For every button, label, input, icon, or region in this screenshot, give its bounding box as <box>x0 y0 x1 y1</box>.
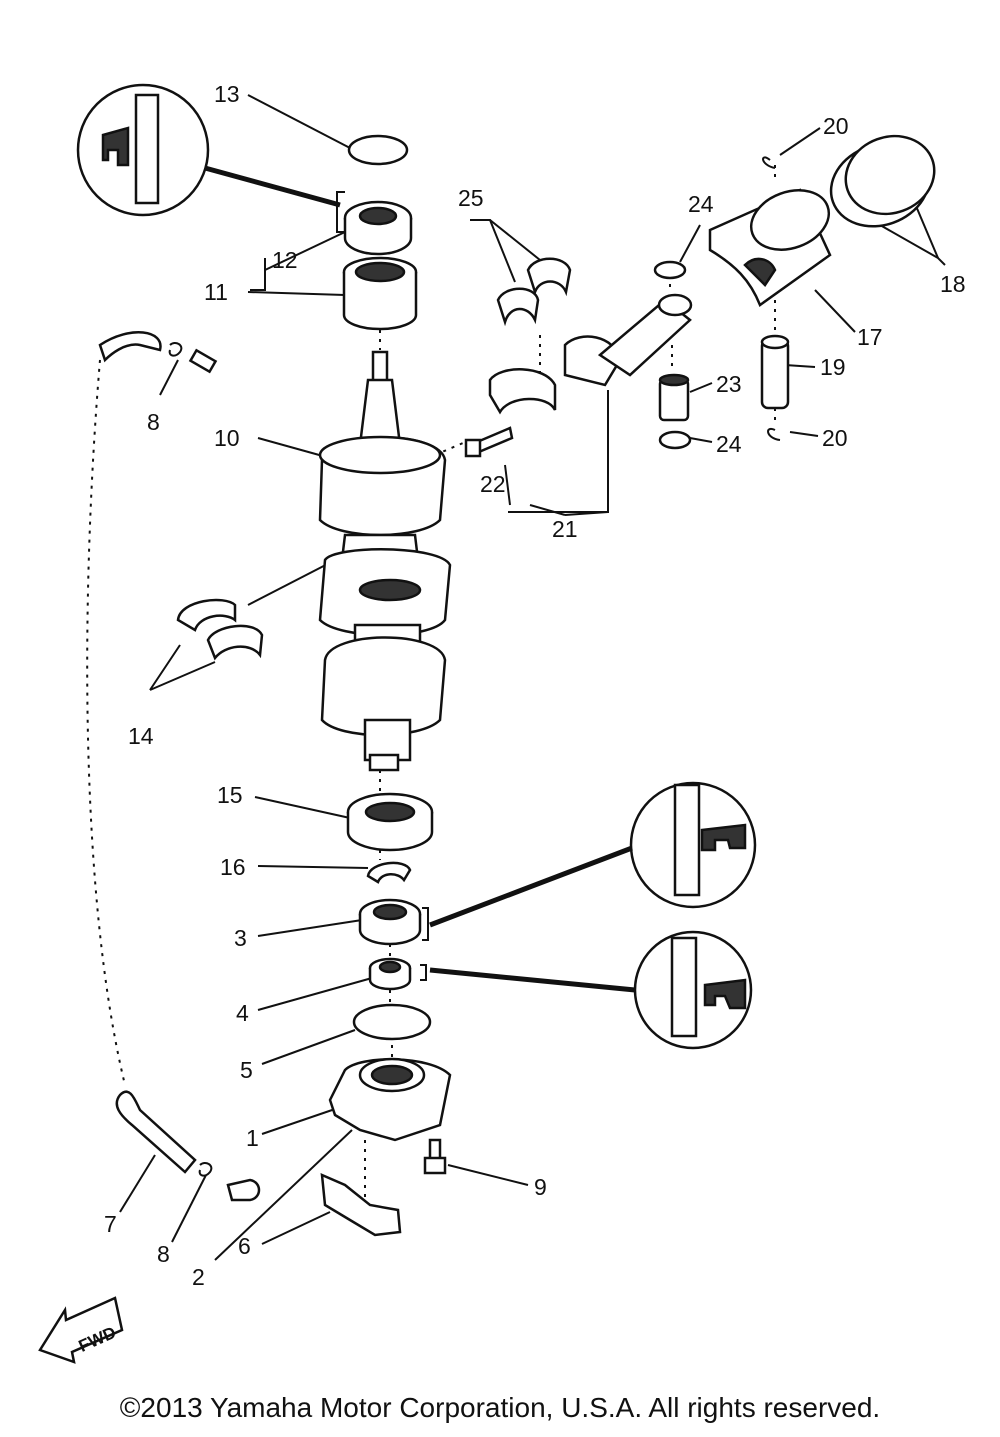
fwd-arrow: FWD <box>38 1296 124 1364</box>
seal-detail-top <box>76 83 341 217</box>
part-9-bolt <box>423 1138 447 1175</box>
part-20-clips <box>762 156 781 441</box>
label-24-bottom: 24 <box>716 431 742 457</box>
seal-detail-middle <box>429 781 757 928</box>
part-24-washers <box>653 260 692 450</box>
part-19-piston-pin <box>760 334 790 410</box>
part-23-needle-bearing <box>658 373 690 422</box>
part-1-housing <box>328 1057 452 1142</box>
part-4-oil-seal <box>368 957 427 991</box>
part-15-ball-bearing <box>346 792 434 852</box>
part-17-piston <box>708 188 832 307</box>
part-number-labels: 13 12 11 8 10 14 15 16 3 4 5 1 9 7 6 8 2… <box>104 81 966 1290</box>
part-10-crankshaft <box>318 350 452 772</box>
seal-detail-bottom <box>429 930 753 1050</box>
label-5: 5 <box>240 1057 253 1083</box>
label-15: 15 <box>217 782 243 808</box>
part-7-hose <box>98 331 197 1174</box>
label-4: 4 <box>236 1000 249 1026</box>
label-1: 1 <box>246 1125 259 1151</box>
label-22: 22 <box>480 471 506 497</box>
label-13: 13 <box>214 81 240 107</box>
part-2-fitting <box>226 1178 261 1202</box>
label-3: 3 <box>234 925 247 951</box>
copyright-notice: ©2013 Yamaha Motor Corporation, U.S.A. A… <box>119 1392 881 1423</box>
label-19: 19 <box>820 354 846 380</box>
label-16: 16 <box>220 854 246 880</box>
label-2: 2 <box>192 1264 205 1290</box>
label-20-top: 20 <box>823 113 849 139</box>
part-5-o-ring <box>352 1003 432 1041</box>
label-20-bottom: 20 <box>822 425 848 451</box>
part-3-oil-seal <box>358 898 429 946</box>
part-22-bolt <box>464 426 514 458</box>
label-25: 25 <box>458 185 484 211</box>
part-6-plate <box>320 1173 402 1237</box>
label-11: 11 <box>204 279 228 305</box>
label-6: 6 <box>238 1233 251 1259</box>
part-13-o-ring <box>347 134 409 166</box>
part-25-bearing-halves <box>496 257 572 327</box>
part-14-bearing-halves <box>176 598 264 661</box>
part-16-circlip <box>366 861 412 884</box>
part-11-bearing <box>342 256 418 331</box>
label-17: 17 <box>857 324 883 350</box>
label-24-top: 24 <box>688 191 714 217</box>
label-8-bottom: 8 <box>157 1241 170 1267</box>
part-8-clips <box>168 342 218 1177</box>
label-12: 12 <box>272 247 298 273</box>
label-23: 23 <box>716 371 742 397</box>
label-9: 9 <box>534 1174 547 1200</box>
part-21-con-rod <box>488 293 693 415</box>
label-7: 7 <box>104 1211 117 1237</box>
part-18-piston-rings <box>829 134 936 228</box>
label-10: 10 <box>214 425 240 451</box>
label-8-top: 8 <box>147 409 160 435</box>
leader-lines <box>86 94 946 1261</box>
part-12-oil-seal <box>336 191 413 256</box>
label-21: 21 <box>552 516 578 542</box>
label-18: 18 <box>940 271 966 297</box>
label-14: 14 <box>128 723 154 749</box>
